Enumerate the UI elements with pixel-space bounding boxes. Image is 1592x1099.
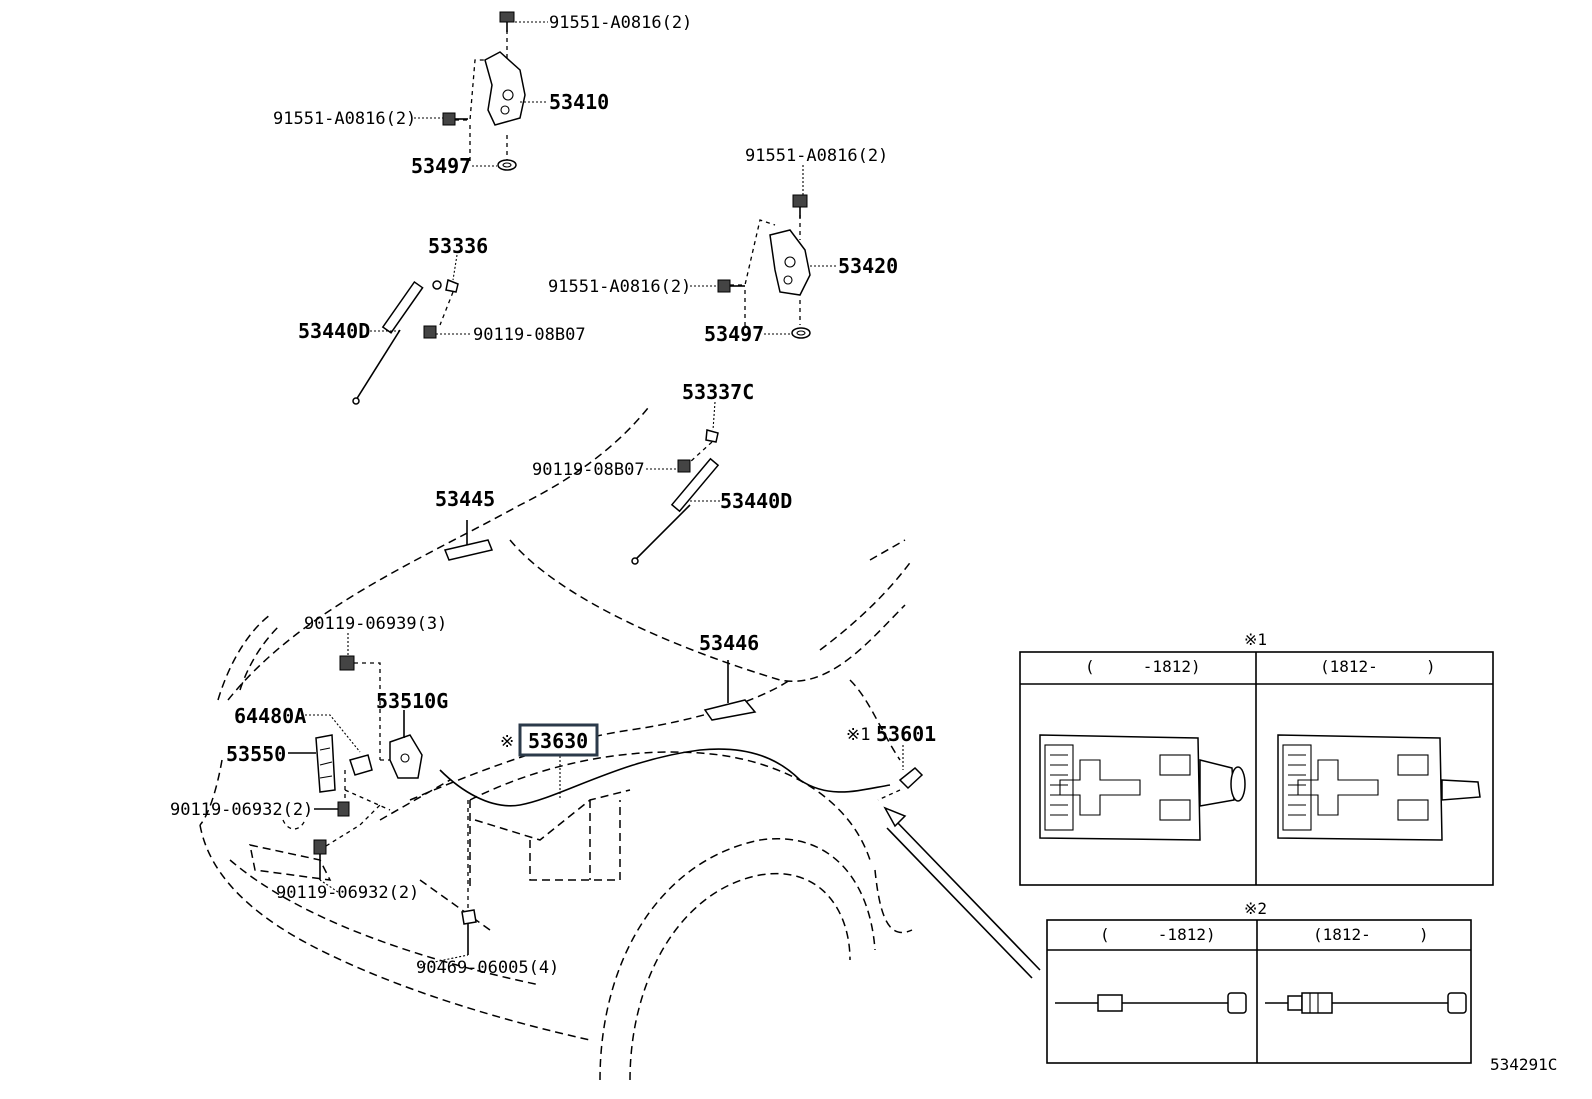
hood-support-rh[interactable] bbox=[631, 429, 720, 565]
label-53420[interactable]: 53420 bbox=[838, 254, 898, 278]
vehicle-outline bbox=[199, 407, 913, 1081]
switch-53601[interactable] bbox=[877, 745, 924, 801]
label-53445[interactable]: 53445 bbox=[435, 487, 495, 511]
label-90469-06005[interactable]: 90469-06005(4) bbox=[416, 958, 559, 978]
detail-arrow bbox=[883, 806, 1041, 979]
label-90119-06932-a[interactable]: 90119-06932(2) bbox=[170, 800, 313, 820]
release-cable bbox=[439, 748, 891, 807]
label-53440d-lh[interactable]: 53440D bbox=[298, 319, 370, 343]
part-labels: 91551-A0816(2) 53410 91551-A0816(2) 5349… bbox=[170, 13, 936, 978]
label-91551-a0816-rh-top[interactable]: 91551-A0816(2) bbox=[745, 146, 888, 166]
label-53630[interactable]: 53630 bbox=[528, 729, 588, 753]
label-90119-08b07-a[interactable]: 90119-08B07 bbox=[473, 325, 586, 345]
note-table-2-title: ※2 bbox=[1244, 899, 1267, 918]
label-53510g[interactable]: 53510G bbox=[376, 689, 448, 713]
label-90119-08b07-b[interactable]: 90119-08B07 bbox=[532, 460, 645, 480]
note-table-1: ※1 ( -1812) (1812- ) bbox=[1019, 630, 1494, 886]
note-mark-53630: ※ bbox=[500, 732, 514, 752]
note-table-1-title: ※1 bbox=[1244, 630, 1267, 649]
connector-early-drawing bbox=[1039, 734, 1246, 841]
cable-early-drawing bbox=[1055, 992, 1247, 1014]
label-90119-06932-b[interactable]: 90119-06932(2) bbox=[276, 883, 419, 903]
label-91551-a0816-rh-side[interactable]: 91551-A0816(2) bbox=[548, 277, 691, 297]
hood-support-lh[interactable] bbox=[352, 278, 459, 405]
label-90119-06939[interactable]: 90119-06939(3) bbox=[304, 614, 447, 634]
label-53446[interactable]: 53446 bbox=[699, 631, 759, 655]
note-table-1-col-2: (1812- ) bbox=[1320, 657, 1436, 676]
part-53446-shape[interactable] bbox=[703, 660, 757, 721]
hinge-rh-assembly[interactable] bbox=[717, 194, 811, 339]
hinge-lh-assembly[interactable] bbox=[442, 11, 526, 171]
cable-new-drawing bbox=[1265, 992, 1467, 1014]
note-table-2-col-2: (1812- ) bbox=[1313, 925, 1429, 944]
note-table-1-col-1: ( -1812) bbox=[1085, 657, 1201, 676]
leader-lines bbox=[319, 21, 838, 966]
hood-lock-area[interactable] bbox=[282, 655, 423, 880]
label-53497-rh[interactable]: 53497 bbox=[704, 322, 764, 346]
label-53601[interactable]: 53601 bbox=[876, 722, 936, 746]
label-53337c[interactable]: 53337C bbox=[682, 380, 754, 404]
selected-part-highlight[interactable] bbox=[518, 723, 599, 757]
part-53445-shape[interactable] bbox=[443, 520, 494, 561]
label-53410[interactable]: 53410 bbox=[549, 90, 609, 114]
note-table-2: ※2 ( -1812) (1812- ) bbox=[1046, 899, 1472, 1064]
label-53550[interactable]: 53550 bbox=[226, 742, 286, 766]
clip-90469-shape[interactable] bbox=[461, 800, 477, 955]
label-64480a[interactable]: 64480A bbox=[234, 704, 306, 728]
note-table-2-col-1: ( -1812) bbox=[1100, 925, 1216, 944]
label-53497-lh[interactable]: 53497 bbox=[411, 154, 471, 178]
label-53336[interactable]: 53336 bbox=[428, 234, 488, 258]
note-mark-53601: ※1 bbox=[846, 725, 870, 745]
label-91551-a0816-lh-side[interactable]: 91551-A0816(2) bbox=[273, 109, 416, 129]
label-53440d-rh[interactable]: 53440D bbox=[720, 489, 792, 513]
figure-code: 534291C bbox=[1490, 1055, 1557, 1074]
label-91551-a0816-top[interactable]: 91551-A0816(2) bbox=[549, 13, 692, 33]
connector-new-drawing bbox=[1277, 734, 1481, 841]
